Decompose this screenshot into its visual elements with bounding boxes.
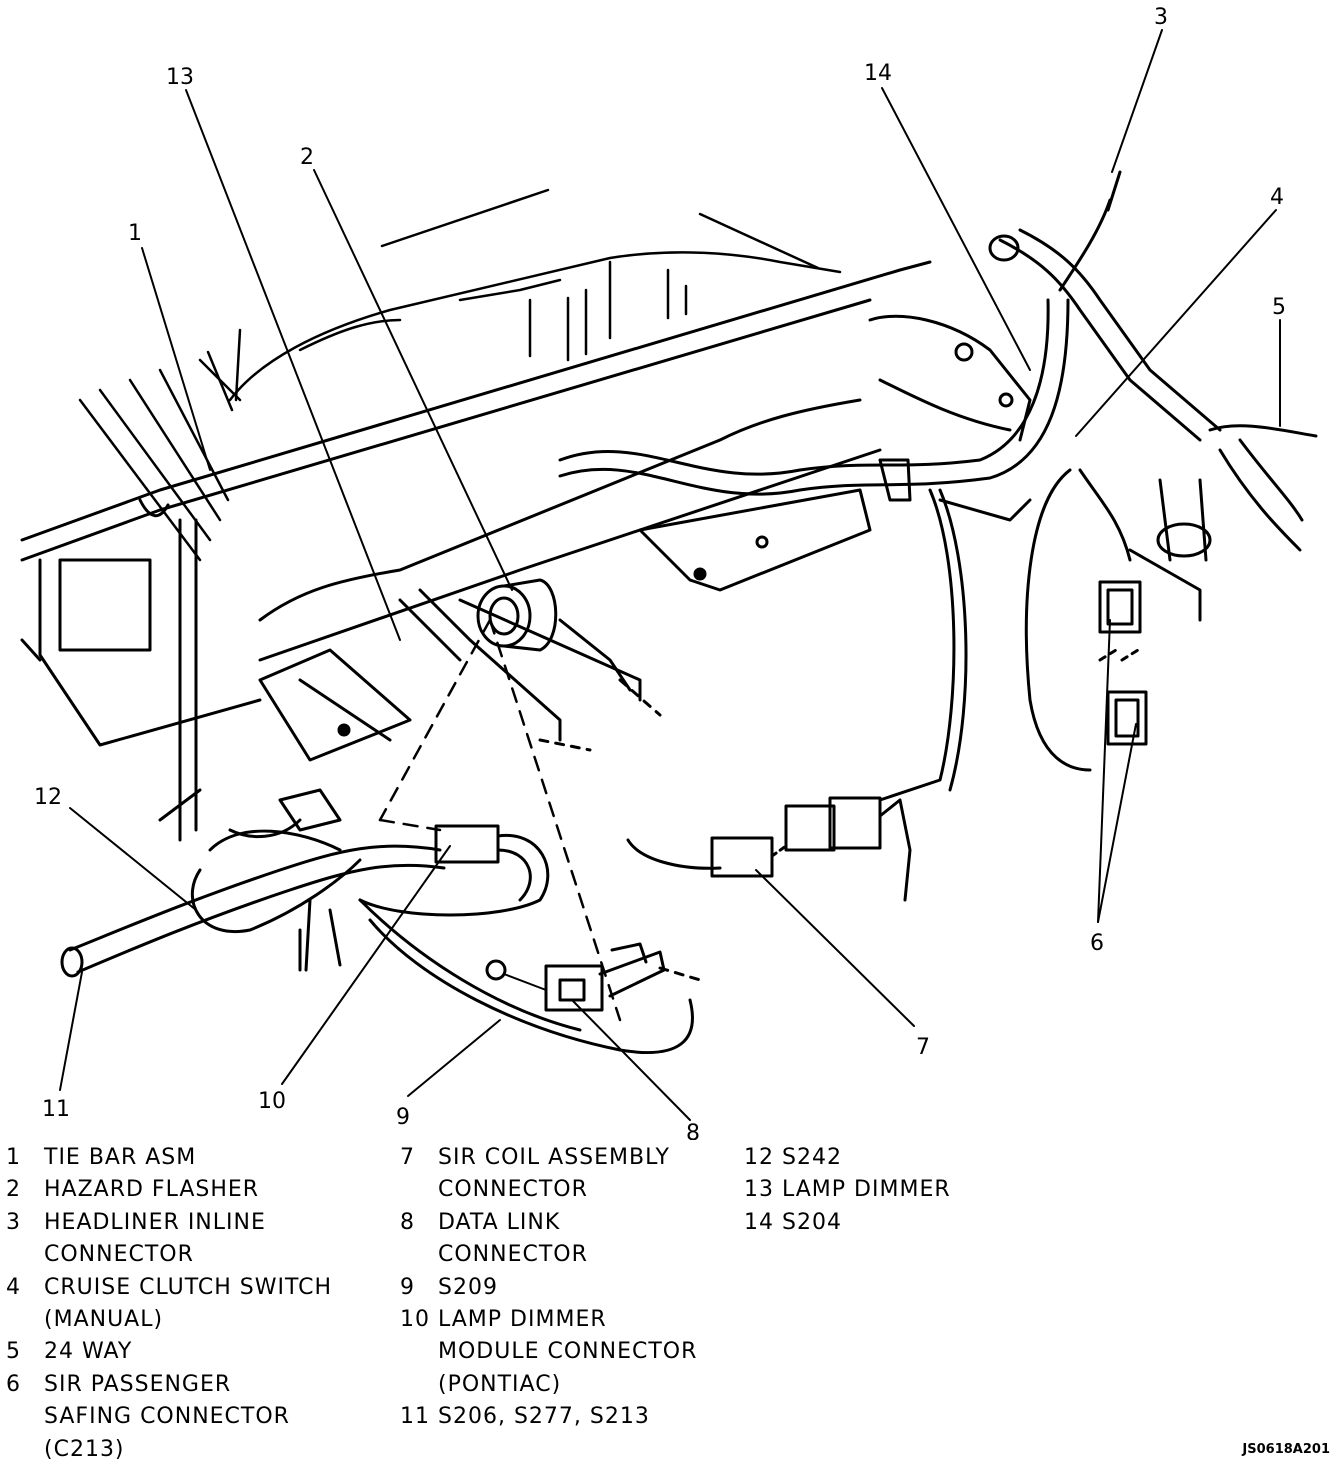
legend-item-row: SAFING CONNECTOR [6, 1401, 386, 1433]
sir-coil-connector [626, 796, 912, 902]
callout-3: 3 [1154, 5, 1168, 30]
callout-10: 10 [258, 1089, 286, 1114]
legend-item-text: (PONTIAC) [438, 1371, 562, 1397]
legend-item-number [6, 1434, 44, 1466]
legend-item-text: TIE BAR ASM [44, 1145, 197, 1170]
legend-item-number: 8 [400, 1209, 415, 1235]
legend-item-number: 1 [6, 1145, 21, 1170]
callout-12: 12 [34, 785, 62, 810]
reference-code: JS0618A201 [1242, 1442, 1330, 1457]
legend-item-number [400, 1369, 438, 1401]
tie-bar-assembly [20, 260, 1032, 842]
legend-item-row: 10 LAMP DIMMER [400, 1304, 720, 1336]
callout-labels: 1 2 3 4 5 6 7 8 9 10 11 12 13 14 [34, 5, 1286, 1140]
legend-item-row: (PONTIAC) [400, 1369, 720, 1401]
legend-item-text: SIR PASSENGER [44, 1371, 232, 1397]
left-harness [60, 788, 694, 1055]
legend-item-number [400, 1336, 438, 1368]
data-link-connector [485, 942, 702, 1012]
main-wiring-harness [558, 170, 1318, 802]
legend-item-row: 11 S206, S277, S213 [400, 1401, 720, 1433]
legend-item-row: CONNECTOR [400, 1239, 720, 1271]
legend-column-3: 12 S242 13 LAMP DIMMER 14 S204 [744, 1142, 1044, 1239]
legend-item-number: 7 [400, 1145, 415, 1170]
legend-item-text: SIR COIL ASSEMBLY [438, 1145, 670, 1170]
callout-1: 1 [128, 221, 142, 246]
legend-item-text: SAFING CONNECTOR [44, 1404, 290, 1430]
legend-item-text: CONNECTOR [44, 1242, 194, 1268]
legend-item-number [6, 1304, 44, 1336]
callout-14: 14 [864, 61, 892, 86]
legend-item-row: 9 S209 [400, 1272, 720, 1304]
legend-column-1: 1 TIE BAR ASM 2 HAZARD FLASHER 3 HEADLINER IN… [6, 1142, 386, 1466]
sir-passenger-safing-connector [1098, 580, 1148, 746]
callout-13: 13 [166, 65, 194, 90]
legend-item-number [6, 1401, 44, 1433]
legend-item-text: DATA LINK [438, 1209, 561, 1235]
legend-item-number: 4 [6, 1274, 21, 1300]
legend-item-text: HEADLINER INLINE [44, 1209, 266, 1235]
legend-item-number: 13 [744, 1177, 774, 1203]
legend-item-text: S204 [782, 1209, 842, 1235]
legend-item-row: 6 SIR PASSENGER [6, 1369, 386, 1401]
legend-item-number: 9 [400, 1274, 415, 1300]
legend-item-text: 24 WAY [44, 1339, 133, 1365]
lower-bracket [258, 488, 872, 762]
legend-item-text: S209 [438, 1274, 498, 1300]
legend-item-row: CONNECTOR [6, 1239, 386, 1271]
callout-5: 5 [1272, 295, 1286, 320]
legend-item-row: 3 HEADLINER INLINE [6, 1207, 386, 1239]
legend-item-row: 4 CRUISE CLUTCH SWITCH [6, 1272, 386, 1304]
legend-item-row: 2 HAZARD FLASHER [6, 1174, 386, 1206]
callout-8: 8 [686, 1121, 700, 1140]
legend-item-text: HAZARD FLASHER [44, 1177, 260, 1203]
legend-item-number [400, 1174, 438, 1206]
legend-item-row: 1 TIE BAR ASM [6, 1142, 386, 1174]
legend-item-row: 13 LAMP DIMMER [744, 1174, 1044, 1206]
legend-item-row: 7 SIR COIL ASSEMBLY [400, 1142, 720, 1174]
legend-item-row: (MANUAL) [6, 1304, 386, 1336]
callout-7: 7 [916, 1035, 930, 1060]
legend-item-number [400, 1239, 438, 1271]
assembly-dashes [378, 618, 622, 1022]
legend-item-text: CONNECTOR [438, 1177, 588, 1203]
legend-item-row: 8 DATA LINK [400, 1207, 720, 1239]
legend-item-row: (C213) [6, 1434, 386, 1466]
callout-2: 2 [300, 145, 314, 170]
legend-item-number: 11 [400, 1404, 430, 1430]
legend-column-2: 7 SIR COIL ASSEMBLY CONNECTOR 8 DATA LINK CON… [400, 1142, 720, 1434]
legend-item-text: (C213) [44, 1436, 125, 1462]
legend-item-number: 2 [6, 1177, 21, 1203]
legend-item-number: 14 [744, 1209, 774, 1235]
background-structure [78, 188, 842, 562]
legend-item-number [6, 1239, 44, 1271]
legend-item-text: S242 [782, 1145, 842, 1170]
legend-item-text: LAMP DIMMER [782, 1177, 951, 1203]
callout-9: 9 [396, 1105, 410, 1130]
legend-item-number: 12 [744, 1145, 774, 1170]
legend-item-number: 6 [6, 1371, 21, 1397]
callout-4: 4 [1270, 185, 1284, 210]
callout-leaders [59, 29, 1281, 1121]
legend-item-text: S206, S277, S213 [438, 1404, 650, 1430]
legend-item-number: 5 [6, 1339, 21, 1365]
callout-6: 6 [1090, 931, 1104, 956]
legend-item-text: MODULE CONNECTOR [438, 1339, 698, 1365]
legend-item-number: 3 [6, 1209, 21, 1235]
wiring-harness-diagram: 1 2 3 4 5 6 7 8 9 10 11 12 13 14 [20, 5, 1318, 1140]
legend-item-row: 12 S242 [744, 1142, 1044, 1174]
legend-item-text: LAMP DIMMER [438, 1307, 607, 1333]
legend-item-number: 10 [400, 1307, 430, 1333]
legend-item-row: CONNECTOR [400, 1174, 720, 1206]
callout-11: 11 [42, 1097, 70, 1122]
legend-item-row: 5 24 WAY [6, 1336, 386, 1368]
hazard-flasher [398, 578, 662, 752]
legend-item-row: MODULE CONNECTOR [400, 1336, 720, 1368]
legend-item-text: (MANUAL) [44, 1307, 164, 1333]
legend-item-text: CRUISE CLUTCH SWITCH [44, 1274, 333, 1300]
legend-item-row: 14 S204 [744, 1207, 1044, 1239]
legend-item-text: CONNECTOR [438, 1242, 588, 1268]
